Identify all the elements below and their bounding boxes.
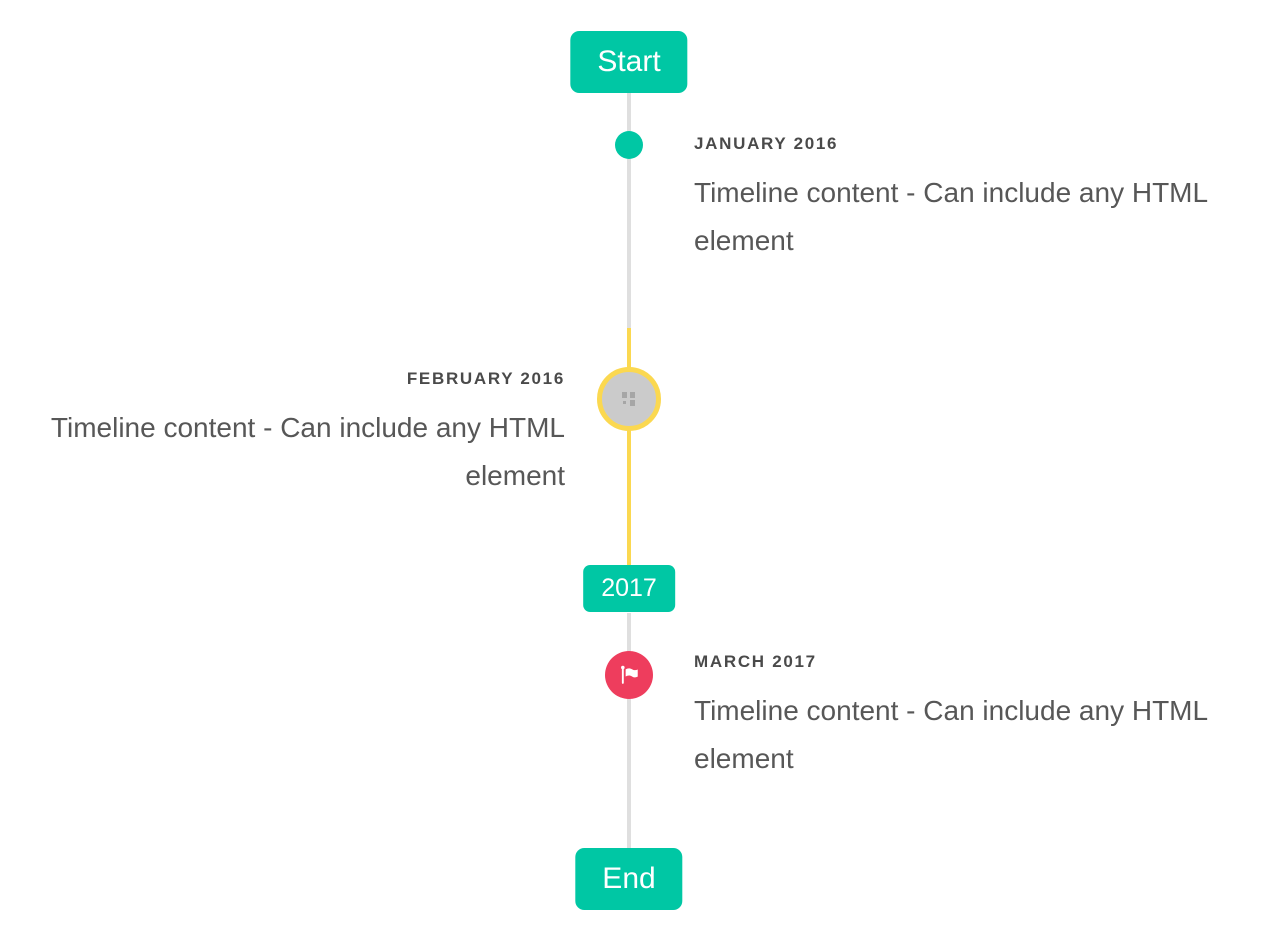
- timeline-image-marker: [597, 367, 661, 431]
- end-badge: End: [575, 848, 683, 910]
- timeline-item-march-2017: MARCH 2017 Timeline content - Can includ…: [694, 651, 1239, 783]
- broken-image-icon: [621, 392, 637, 406]
- timeline-item-january-2016: JANUARY 2016 Timeline content - Can incl…: [694, 133, 1239, 265]
- year-2017-badge: 2017: [583, 565, 675, 612]
- item-date-label: MARCH 2017: [694, 652, 817, 671]
- timeline-item-february-2016: FEBRUARY 2016 Timeline content - Can inc…: [20, 368, 565, 500]
- timeline-line-segment-yellow: [627, 328, 631, 565]
- item-content-text: Timeline content - Can include any HTML …: [694, 177, 1208, 256]
- timeline-line-segment-bottom: [627, 613, 631, 848]
- item-date-label: FEBRUARY 2016: [406, 369, 565, 388]
- timeline-line-segment-top: [627, 93, 631, 328]
- timeline-flag-marker: [605, 651, 653, 699]
- item-date-label: JANUARY 2016: [694, 134, 839, 153]
- item-content-text: Timeline content - Can include any HTML …: [694, 695, 1208, 774]
- timeline-dot-marker: [615, 131, 643, 159]
- flag-icon: [617, 663, 642, 688]
- item-content-text: Timeline content - Can include any HTML …: [50, 412, 565, 491]
- start-badge: Start: [570, 31, 688, 93]
